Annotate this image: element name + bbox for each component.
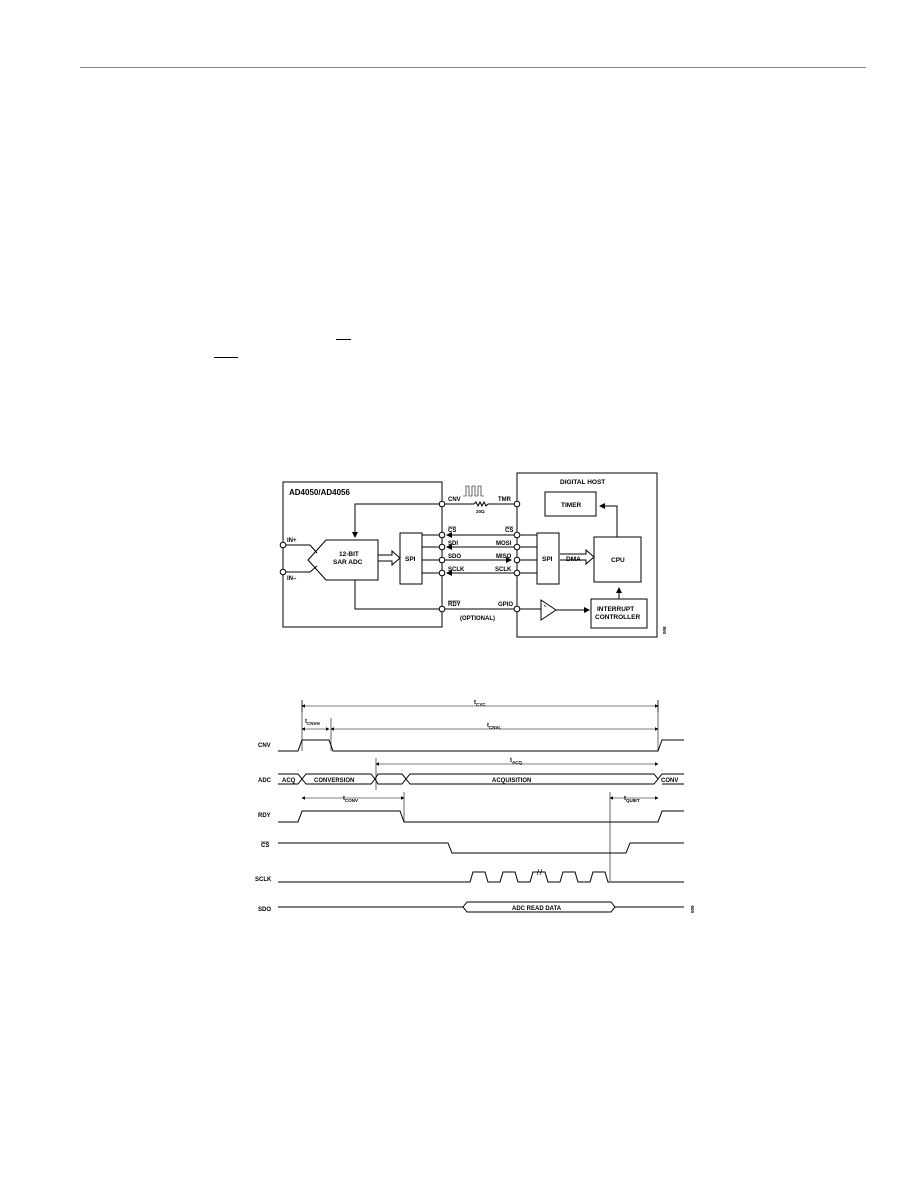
adc-pin-sdi: SDI [448, 541, 458, 547]
input-plus-label: IN+ [287, 538, 297, 544]
timer-label: TIMER [561, 502, 582, 509]
adc-pin-cnv: CNV [448, 497, 461, 503]
adc-state-bar [278, 773, 684, 785]
interrupt-controller-box [590, 598, 648, 629]
adc-state-conversion: CONVERSION [314, 778, 354, 784]
host-pin-mosi: MOSI [496, 541, 512, 547]
t-cnvl-label: tCNVL [487, 723, 502, 730]
interrupt-label-1: INTERRUPT [597, 606, 634, 613]
sar-adc-block [307, 539, 379, 581]
input-minus-label: IN– [287, 576, 297, 582]
text-overbar [214, 357, 238, 358]
optional-label: (OPTIONAL) [460, 616, 495, 622]
host-pin-cs: CS [505, 528, 513, 534]
host-pin-tmr: TMR [498, 497, 512, 503]
sar-adc-label-2: SAR ADC [333, 559, 363, 566]
adc-device-title: AD4050/AD4056 [289, 488, 350, 497]
adc-state-conv: CONV [661, 778, 678, 784]
t-conv-label: tCONV [343, 796, 358, 803]
rdy-waveform [278, 810, 684, 823]
signal-cnv: CNV [258, 743, 271, 749]
adc-pin-rdy: RDY [448, 602, 461, 608]
host-pin-gpio: GPIO [498, 602, 513, 608]
host-pin-sclk: SCLK [495, 567, 512, 573]
interrupt-label-2: CONTROLLER [595, 614, 640, 621]
signal-adc: ADC [258, 778, 272, 784]
header-rule [80, 67, 866, 68]
dma-label: DMA [566, 556, 581, 563]
svg-text:009: 009 [690, 905, 695, 913]
cnv-waveform [278, 739, 684, 752]
sdo-waveform [278, 901, 684, 913]
signal-rdy: RDY [258, 813, 271, 819]
adc-state-acquisition: ACQUISITION [492, 778, 531, 784]
clock-pulse-symbol [463, 485, 484, 497]
adc-spi-label: SPI [405, 556, 416, 563]
cs-waveform [278, 842, 684, 854]
signal-cs: CS [261, 843, 269, 849]
cpu-box [593, 536, 642, 583]
signal-sclk: SCLK [255, 877, 272, 883]
adc-pin-sdo: SDO [448, 554, 461, 560]
gpio-buffer [540, 599, 557, 621]
svg-text:008: 008 [662, 626, 667, 634]
host-spi-box [536, 532, 560, 585]
t-quiet-label: tQUIET [624, 796, 640, 803]
t-cnvh-label: tCNVH [305, 719, 320, 726]
resistor-label: 20Ω [476, 509, 485, 514]
sclk-waveform [278, 871, 684, 883]
text-overbar [336, 339, 351, 340]
sdo-adc-read-data: ADC READ DATA [512, 906, 562, 912]
adc-state-acq: ACQ [282, 778, 296, 784]
host-pin-miso: MISO [496, 554, 512, 560]
adc-pin-cs: CS [448, 528, 456, 534]
sar-adc-label-1: 12-BIT [339, 551, 359, 558]
timer-box [544, 491, 597, 517]
t-acq-label: tACQ [510, 758, 522, 765]
adc-pin-sclk: SCLK [448, 567, 465, 573]
signal-sdo: SDO [258, 907, 271, 913]
host-spi-label: SPI [542, 556, 553, 563]
t-cyc-label: tCYC [474, 700, 486, 707]
cpu-label: CPU [611, 557, 625, 564]
digital-host-title: DIGITAL HOST [560, 479, 605, 486]
